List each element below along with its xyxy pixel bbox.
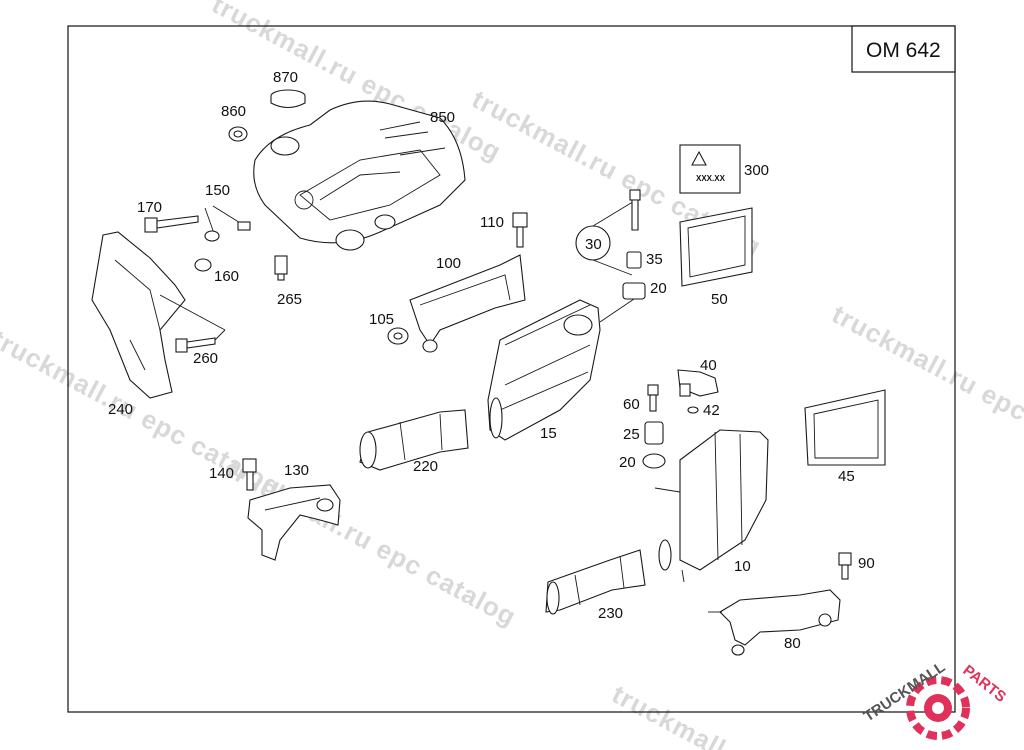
part-240-shield [91,231,226,399]
part-160-grommet [194,258,212,272]
part-30-bolt-kit [575,189,641,276]
part-220-intake-pipe [359,409,469,471]
callout-30: 30 [585,236,602,253]
part-870-plug [270,89,306,109]
callout-105: 105 [369,311,394,328]
callout-850: 850 [430,109,455,126]
part-230-intake-pipe [545,549,646,615]
callout-20: 20 [650,280,667,297]
callout-860: 860 [221,103,246,120]
callout-10: 10 [734,558,751,575]
part-20-mount-top [599,282,646,323]
part-100-bracket [409,254,526,353]
watermark: truckmall.ru [607,679,763,750]
part-90-bolt [838,552,852,580]
part-20-mount-bottom [642,453,666,469]
callout-25: 25 [623,426,640,443]
callout-80: 80 [784,635,801,652]
callout-100: 100 [436,255,461,272]
callout-110: 110 [480,214,504,231]
callout-220: 220 [413,458,438,475]
part-300-warning-label: XXX.XX [679,144,741,194]
callout-35: 35 [646,251,663,268]
part-140-bolt [242,458,257,491]
part-60-bolt [647,384,659,412]
callout-15: 15 [540,425,557,442]
gear-icon [906,676,970,740]
callout-42: 42 [703,402,720,419]
callout-45: 45 [838,468,855,485]
engine-code-box [851,25,956,73]
part-25-spacer [644,421,664,445]
part-130-bracket [247,484,341,561]
callout-260: 260 [193,350,218,367]
callout-40: 40 [700,357,717,374]
diagram-frame [67,25,956,713]
part-170-bolt [144,215,199,233]
part-150-clip [204,205,251,242]
part-260-bolt [175,329,226,353]
part-860-grommet [228,126,248,142]
part-42-seal [687,406,699,414]
callout-265: 265 [277,291,302,308]
callout-50: 50 [711,291,728,308]
part-80-bracket [708,589,841,656]
callout-160: 160 [214,268,239,285]
callout-140: 140 [209,465,234,482]
part-50-filter [679,207,753,287]
callout-240: 240 [108,401,133,418]
callout-layer: 870 860 850 170 150 160 265 240 260 110 … [108,69,875,652]
callout-150: 150 [205,182,230,199]
label-sticker-code: XXX.XX [696,174,726,183]
engine-code: OM 642 [866,39,941,62]
part-45-filter-frame [804,389,886,466]
callout-300: 300 [744,162,769,179]
callout-870: 870 [273,69,298,86]
callout-20-lower: 20 [619,454,636,471]
part-15-airbox [487,299,601,441]
part-265-sensor [274,255,288,281]
callout-170: 170 [137,199,162,216]
callout-230: 230 [598,605,623,622]
truckmall-parts-logo: TRUCKMALL PARTS [861,659,1009,740]
callout-90: 90 [858,555,875,572]
part-850-engine-cover [253,100,466,251]
part-110-bolt [512,212,528,248]
part-35-nut [626,251,642,269]
callout-130: 130 [284,462,309,479]
callout-60: 60 [623,396,640,413]
part-10-air-filter-housing [654,429,769,583]
part-105-bushing [387,327,409,345]
part-40-mass-airflow-sensor [677,369,719,397]
